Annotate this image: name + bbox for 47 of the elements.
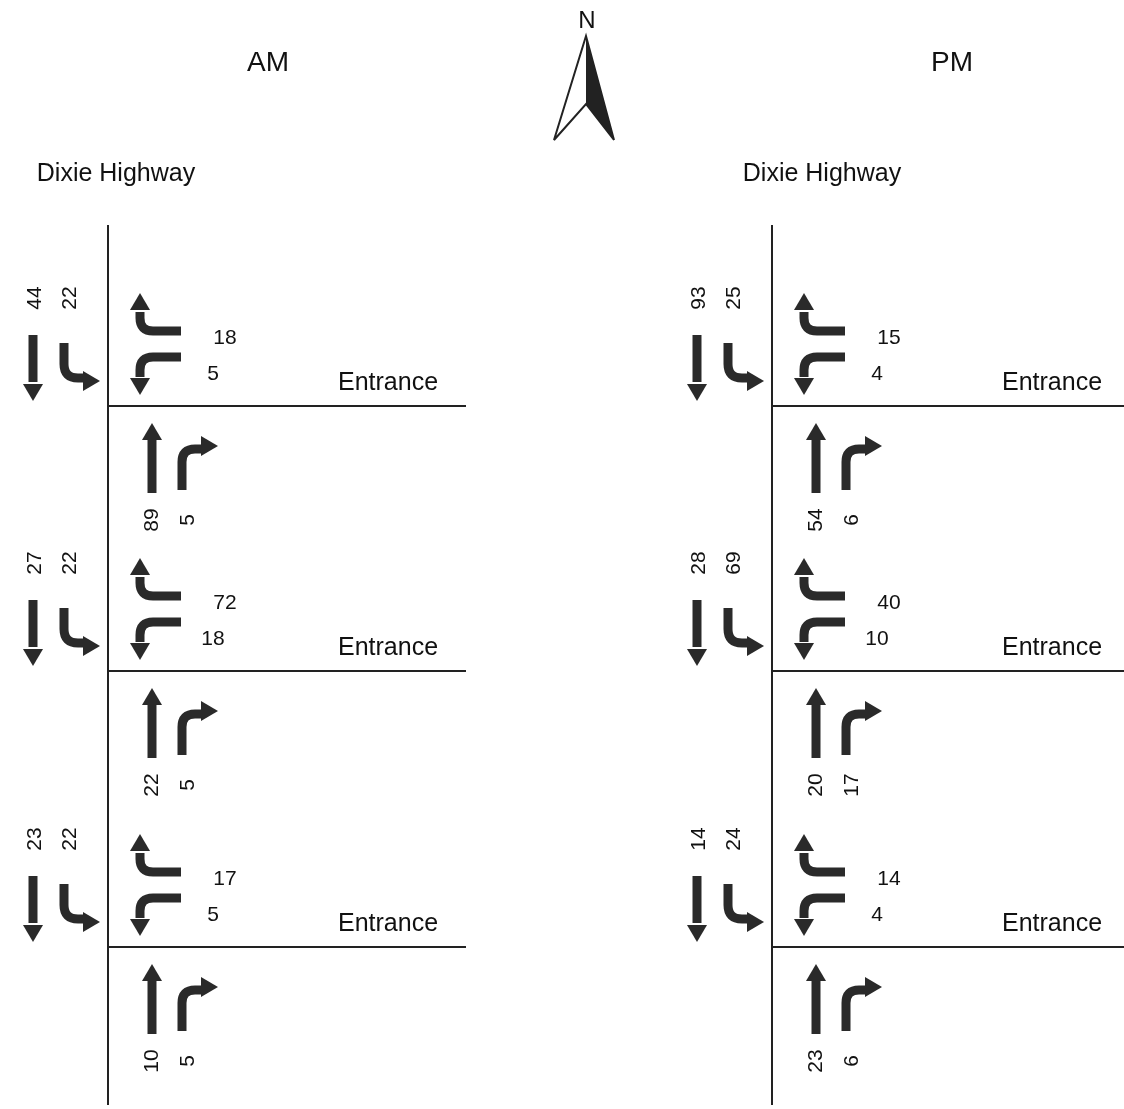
volume-count: 22 <box>139 773 161 797</box>
volume-count: 22 <box>57 286 79 310</box>
volume-count: 23 <box>803 1049 825 1073</box>
volume-count: 89 <box>139 508 161 532</box>
volume-count: 17 <box>213 866 237 888</box>
volume-count: 5 <box>207 902 219 924</box>
volume-count: 27 <box>22 551 44 575</box>
street-name: Entrance <box>337 368 439 394</box>
volume-count: 24 <box>721 827 743 851</box>
street-name: Entrance <box>1001 633 1103 659</box>
volume-count: 40 <box>877 590 901 612</box>
volume-count: 5 <box>175 514 197 526</box>
volume-count: 6 <box>839 1055 861 1067</box>
volume-count: 5 <box>207 361 219 383</box>
volume-count: 23 <box>22 827 44 851</box>
volume-count: 28 <box>686 551 708 575</box>
volume-count: 20 <box>803 773 825 797</box>
north-label: N <box>578 8 596 32</box>
street-name: Dixie Highway <box>36 159 196 185</box>
volume-count: 14 <box>877 866 901 888</box>
volume-count: 69 <box>721 551 743 575</box>
period-label: AM <box>247 48 289 76</box>
volume-count: 72 <box>213 590 237 612</box>
street-name: Entrance <box>337 909 439 935</box>
volume-count: 5 <box>175 779 197 791</box>
volume-count: 54 <box>803 508 825 532</box>
volume-count: 10 <box>139 1049 161 1073</box>
street-name: Entrance <box>337 633 439 659</box>
volume-count: 22 <box>57 827 79 851</box>
volume-count: 18 <box>201 626 225 648</box>
volume-count: 14 <box>686 827 708 851</box>
volume-count: 44 <box>22 286 44 310</box>
volume-count: 17 <box>839 773 861 797</box>
period-label: PM <box>931 48 973 76</box>
volume-count: 4 <box>871 361 883 383</box>
volume-count: 22 <box>57 551 79 575</box>
volume-count: 25 <box>721 286 743 310</box>
volume-count: 18 <box>213 325 237 347</box>
volume-count: 15 <box>877 325 901 347</box>
street-name: Entrance <box>1001 909 1103 935</box>
street-name: Entrance <box>1001 368 1103 394</box>
volume-count: 93 <box>686 286 708 310</box>
volume-count: 4 <box>871 902 883 924</box>
volume-count: 5 <box>175 1055 197 1067</box>
volume-count: 6 <box>839 514 861 526</box>
volume-count: 10 <box>865 626 889 648</box>
street-name: Dixie Highway <box>742 159 902 185</box>
